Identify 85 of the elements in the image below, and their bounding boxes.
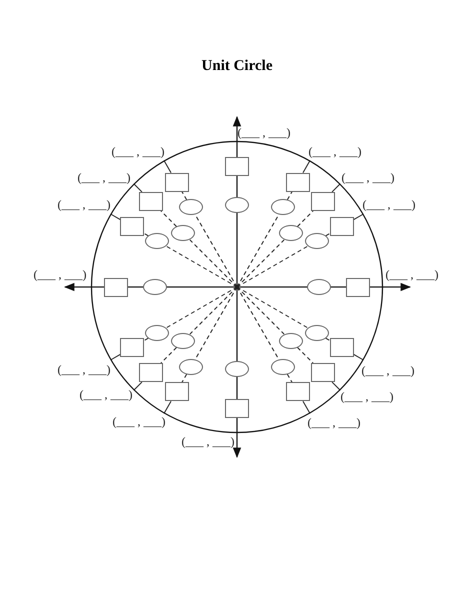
dashed-line: [236, 286, 285, 335]
coordinate-blank: (___ , ___): [34, 268, 86, 282]
answer-oval: [271, 199, 295, 216]
answer-oval: [145, 233, 170, 249]
coordinate-blank: (___ , ___): [308, 144, 362, 160]
dashed-line: [325, 232, 330, 236]
coordinate-blank: (___ , ___): [80, 388, 132, 402]
coordinate-blank: (___ , ___): [58, 362, 110, 378]
answer-box: [225, 156, 249, 176]
answer-oval: [225, 361, 249, 377]
connector-line: [353, 354, 364, 360]
connector-line: [302, 400, 310, 414]
coordinate-blank: (___ , ___): [112, 144, 164, 160]
dashed-line: [286, 374, 293, 383]
answer-box: [286, 172, 310, 192]
connector-line: [332, 183, 341, 192]
dashed-line: [144, 338, 149, 342]
coordinate-blank: (___ , ___): [112, 414, 166, 430]
answer-box: [120, 217, 144, 236]
dashed-line: [160, 346, 178, 364]
title: Unit Circle: [200, 58, 274, 75]
dashed-line: [166, 246, 238, 288]
connector-line: [133, 382, 142, 391]
dashed-line: [194, 286, 238, 360]
answer-oval: [179, 199, 203, 216]
answer-oval: [278, 332, 303, 349]
coordinate-blank: (___ , ___): [308, 416, 360, 430]
dashed-line: [236, 286, 308, 328]
answer-oval: [179, 358, 203, 375]
answer-oval: [304, 325, 329, 341]
answer-box: [330, 338, 354, 357]
coordinate-blank: (___ , ___): [342, 170, 394, 186]
connector-line: [164, 400, 172, 414]
dashed-line: [144, 232, 149, 236]
answer-box: [225, 398, 249, 418]
dashed-line: [181, 191, 188, 200]
answer-box: [120, 338, 144, 357]
dashed-line: [166, 286, 238, 328]
answer-oval: [304, 233, 329, 249]
answer-box: [164, 382, 188, 402]
answer-oval: [145, 325, 170, 341]
coordinate-blank: (___ , ___): [182, 434, 234, 450]
answer-oval: [171, 225, 196, 242]
dashed-line: [236, 239, 285, 288]
dashed-line: [325, 338, 330, 342]
dashed-line: [286, 191, 293, 200]
connector-line: [164, 160, 172, 174]
dashed-line: [194, 214, 238, 288]
connector-line: [110, 214, 121, 220]
answer-box: [104, 278, 128, 296]
answer-box: [330, 217, 354, 236]
coordinate-blank: (___ , ___): [58, 198, 110, 212]
answer-oval: [271, 358, 295, 375]
answer-box: [139, 192, 164, 211]
answer-oval: [307, 279, 331, 295]
connector-line: [133, 183, 142, 192]
coordinate-blank: (___ , ___): [340, 390, 394, 404]
coordinate-blank: (___ , ___): [238, 126, 290, 140]
answer-box: [310, 192, 335, 211]
coordinate-blank: (___ , ___): [362, 364, 414, 378]
answer-oval: [278, 225, 303, 242]
answer-oval: [225, 197, 249, 213]
dashed-line: [181, 374, 188, 383]
connector-line: [353, 214, 364, 220]
answer-oval: [171, 332, 196, 349]
dashed-line: [296, 346, 314, 364]
dashed-line: [236, 214, 280, 288]
connector-line: [302, 160, 310, 174]
coordinate-blank: (___ , ___): [362, 198, 416, 212]
dashed-line: [160, 210, 178, 228]
answer-box: [310, 363, 335, 382]
coordinate-blank: (___ , ___): [78, 170, 130, 186]
dashed-line: [189, 286, 238, 335]
answer-box: [164, 172, 188, 192]
connector-line: [332, 382, 341, 391]
answer-box: [139, 363, 164, 382]
connector-line: [110, 354, 121, 360]
coordinate-blank: (___ , ___): [386, 268, 438, 282]
answer-box: [286, 382, 310, 402]
dashed-line: [296, 210, 314, 228]
answer-box: [346, 278, 370, 296]
dashed-line: [189, 239, 238, 288]
dashed-line: [236, 246, 308, 288]
dashed-line: [236, 286, 280, 360]
answer-oval: [143, 279, 167, 295]
